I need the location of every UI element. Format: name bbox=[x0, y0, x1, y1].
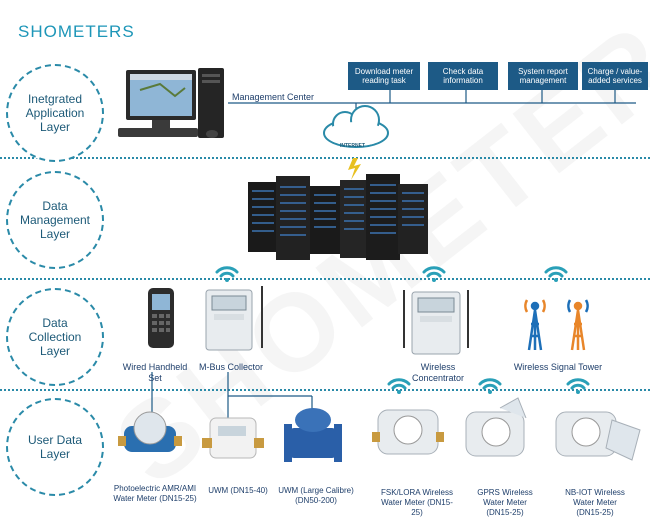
wifi-icon bbox=[544, 266, 568, 282]
photoelectric-meter-icon bbox=[118, 411, 182, 452]
wifi-icon bbox=[566, 378, 590, 394]
layer-application: Inetgrated Application Layer bbox=[6, 64, 104, 162]
nb-iot-meter-icon bbox=[555, 411, 641, 461]
meter-caption: FSK/LORA Wireless Water Meter (DN15-25) bbox=[380, 488, 453, 517]
layer-data-collection: Data Collection Layer bbox=[6, 288, 104, 386]
meter-caption: UWM (DN15-40) bbox=[208, 486, 268, 495]
uwm-meter-icon bbox=[202, 417, 264, 459]
tower-label: Wireless Signal Tower bbox=[513, 362, 603, 372]
handheld-device-icon bbox=[148, 288, 174, 348]
handheld-label: Wired Handheld Set bbox=[122, 362, 188, 383]
internet-label: INTERNET bbox=[340, 143, 365, 149]
server-racks-icon bbox=[248, 174, 428, 260]
wireless-concentrator-icon bbox=[403, 290, 469, 355]
layer-divider-1 bbox=[0, 157, 650, 159]
concentrator-label: Wireless Concentrator bbox=[411, 362, 465, 383]
lightning-icon bbox=[348, 158, 361, 180]
meter-caption: GPRS Wireless Water Meter (DN15-25) bbox=[477, 488, 533, 517]
layer-user-data: User Data Layer bbox=[6, 398, 104, 496]
signal-tower-icon bbox=[524, 299, 546, 351]
fsk-lora-meter-icon bbox=[372, 409, 444, 455]
management-center-label: Management Center bbox=[232, 92, 315, 102]
wifi-icon bbox=[387, 378, 411, 394]
meter-caption: NB-IOT Wireless Water Meter (DN15-25) bbox=[565, 488, 625, 517]
internet-cloud-icon bbox=[323, 105, 389, 148]
wifi-icon bbox=[215, 266, 239, 282]
service-check-data: Check data information bbox=[428, 62, 498, 90]
mbus-label: M-Bus Collector bbox=[198, 362, 263, 372]
service-system-report: System report management bbox=[508, 62, 578, 90]
service-charge: Charge / value-added services bbox=[582, 62, 648, 90]
layer-divider-3 bbox=[0, 389, 650, 391]
computer-icon bbox=[118, 68, 224, 138]
meter-caption: Photoelectric AMR/AMI Water Meter (DN15-… bbox=[113, 484, 197, 503]
layer-divider-2 bbox=[0, 278, 650, 280]
wifi-icon bbox=[422, 266, 446, 282]
layer-data-management: Data Management Layer bbox=[6, 171, 104, 269]
brand-logo: SHOMETERS bbox=[18, 22, 135, 41]
service-download: Download meter reading task bbox=[348, 62, 420, 90]
gprs-meter-icon bbox=[465, 397, 527, 457]
meter-caption: UWM (Large Calibre) (DN50-200) bbox=[278, 486, 354, 505]
mbus-collector-icon bbox=[205, 286, 263, 351]
wifi-icon bbox=[478, 378, 502, 394]
signal-tower-icon bbox=[567, 299, 589, 351]
large-calibre-meter-icon bbox=[284, 408, 342, 462]
